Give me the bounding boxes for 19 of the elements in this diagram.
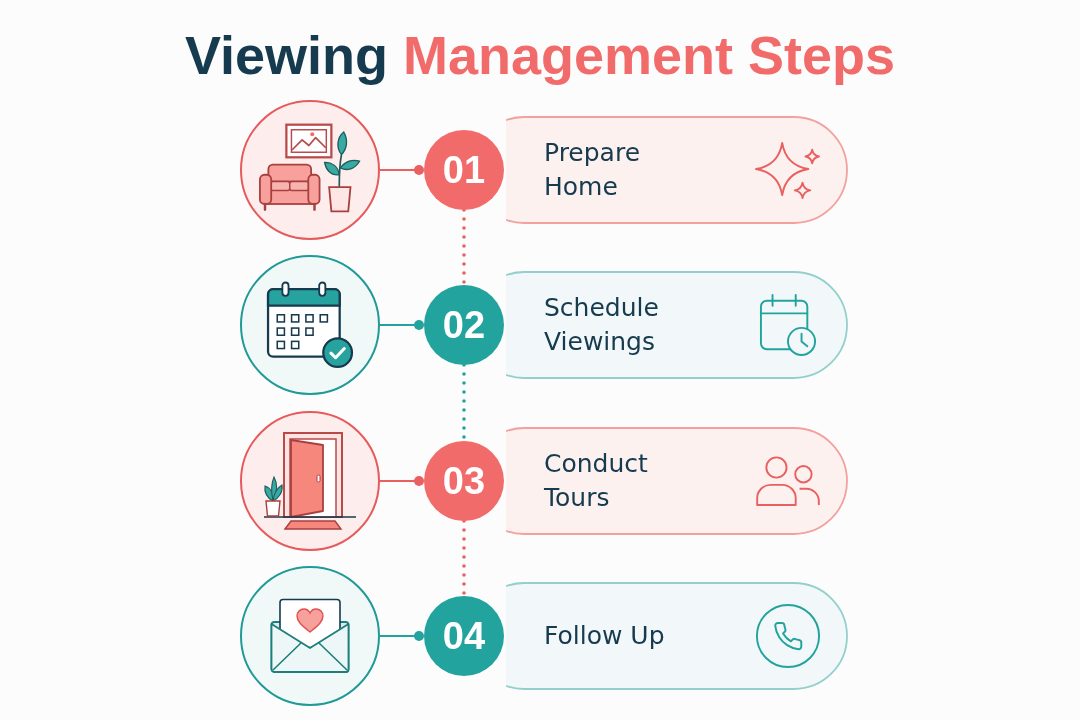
connector-line	[380, 476, 424, 486]
step-card	[506, 582, 848, 690]
connector-line	[380, 165, 424, 175]
step-card	[506, 427, 848, 535]
connector-line	[380, 320, 424, 330]
step-label: Schedule Viewings	[544, 292, 660, 358]
step-label: Conduct Tours	[544, 448, 649, 514]
step-number: 03	[424, 441, 504, 521]
step-card	[506, 116, 848, 224]
step-card	[506, 271, 848, 379]
step-number: 02	[424, 285, 504, 365]
step-label: Follow Up	[544, 620, 666, 652]
dotted-connector	[462, 519, 466, 598]
step-label: Prepare Home	[544, 137, 642, 203]
step-number: 01	[424, 130, 504, 210]
step-number: 04	[424, 596, 504, 676]
title: Viewing Management Steps	[184, 24, 896, 87]
connector-line	[380, 631, 424, 641]
dotted-connector	[462, 208, 466, 287]
